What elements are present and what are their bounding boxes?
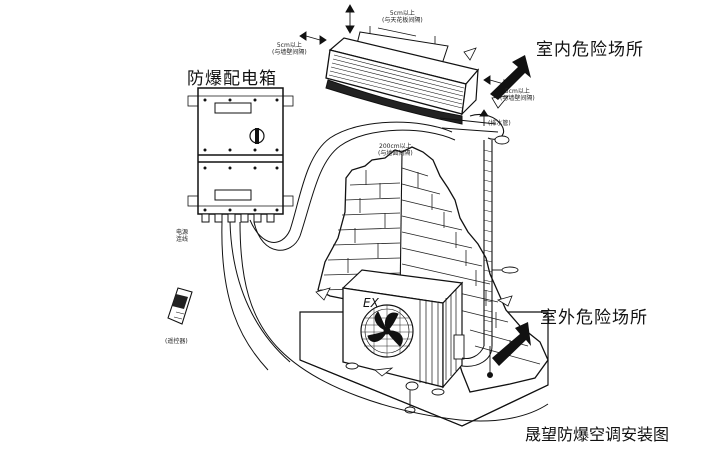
top-clearance-value: 5cm以上 (389, 10, 415, 17)
drain-pipe-label: (排水管) (488, 120, 511, 127)
power-wiring-note: 电源 连线 (176, 229, 188, 243)
indoor-hazard-label: 室内危险场所 (536, 40, 644, 60)
outdoor-unit (315, 269, 513, 414)
right-clearance-value: 5cm以上 (504, 88, 530, 95)
ex-distribution-box-label: 防爆配电箱 (187, 69, 277, 89)
right-clearance-note: 5cm以上 (与墙壁间隔) (500, 88, 535, 102)
outdoor-unit-ex-mark: EX (363, 296, 380, 310)
power-wiring-line2: 连线 (176, 236, 189, 243)
outdoor-clearance-desc: (与地面间隔) (378, 150, 413, 157)
left-clearance-value: 5cm以上 (276, 42, 302, 49)
top-clearance-note: 5cm以上 (与天花板间隔) (382, 10, 423, 24)
remote-control (167, 287, 193, 325)
cables (221, 121, 549, 422)
outdoor-clearance-note: 200cm以上 (与地面间隔) (378, 143, 413, 157)
outdoor-hazard-label: 室外危险场所 (540, 308, 648, 328)
remote-control-label: (遥控器) (165, 338, 188, 345)
top-clearance-desc: (与天花板间隔) (382, 17, 423, 24)
diagram-caption: 晟望防爆空调安装图 (525, 425, 670, 444)
pointer-arrows (490, 55, 531, 366)
indoor-unit (325, 26, 510, 145)
explosion-proof-box (187, 87, 294, 223)
right-clearance-desc: (与墙壁间隔) (500, 95, 535, 102)
left-clearance-desc: (与墙壁间隔) (272, 49, 307, 56)
drain-pipe (461, 140, 519, 378)
left-clearance-note: 5cm以上 (与墙壁间隔) (272, 42, 307, 56)
power-wiring-line1: 电源 (176, 229, 189, 236)
outdoor-clearance-value: 200cm以上 (379, 143, 412, 150)
